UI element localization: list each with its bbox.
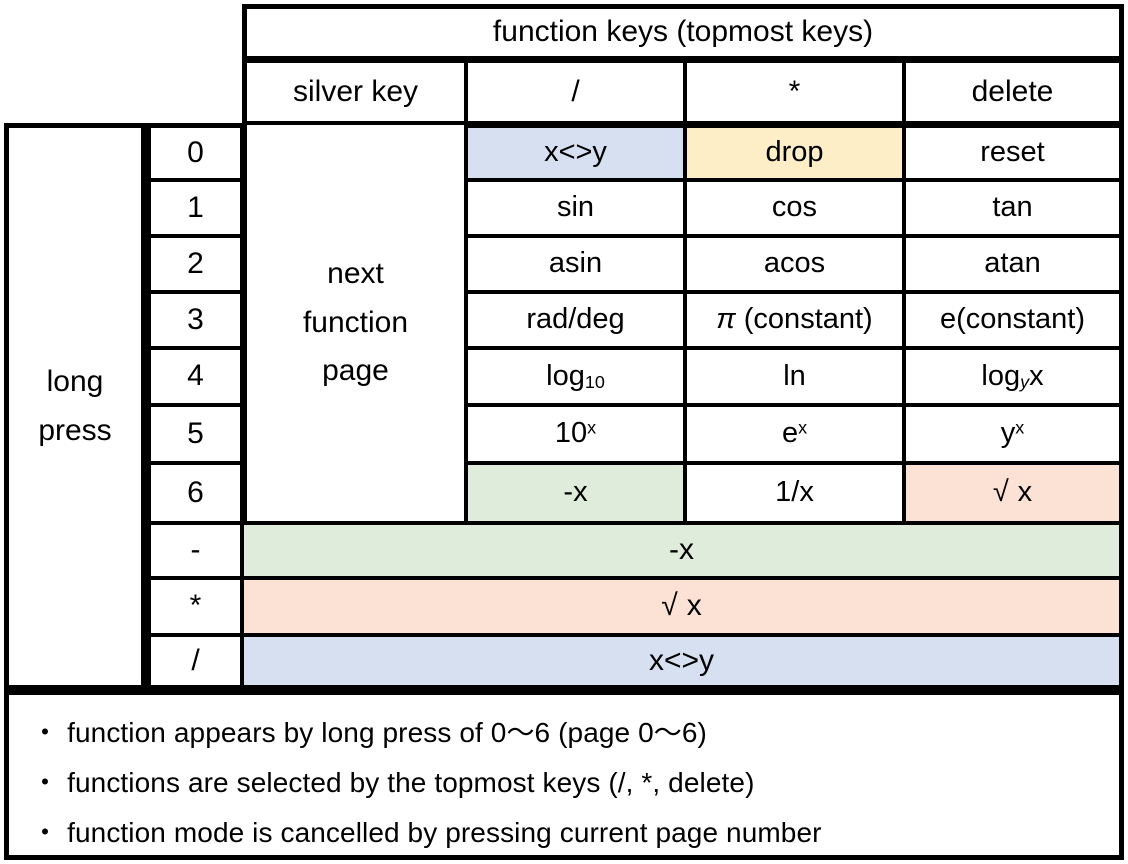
key-cell-star[interactable]: * <box>146 578 242 635</box>
cell-row1-star[interactable]: cos <box>685 180 904 236</box>
key-label-minus: - <box>190 533 201 567</box>
footnote-item: ・functions are selected by the topmost k… <box>31 759 1119 797</box>
cell-row2-star[interactable]: acos <box>685 236 904 292</box>
cell-row4-star[interactable]: ln <box>685 348 904 405</box>
cell-row6-slash-text: -x <box>563 476 588 509</box>
cell-row2-delete[interactable]: atan <box>904 236 1124 292</box>
cell-row3-star[interactable]: π (constant) <box>685 292 904 348</box>
header-group-title: function keys (topmost keys) <box>242 4 1124 61</box>
cell-row5-delete-text: yx <box>1000 417 1025 450</box>
header-col-star: * <box>685 61 904 123</box>
span-row-minus-x-text: -x <box>669 533 694 567</box>
header-group-title-text: function keys (topmost keys) <box>492 15 874 49</box>
key-cell-minus[interactable]: - <box>146 523 242 578</box>
cell-row5-delete[interactable]: yx <box>904 405 1124 463</box>
header-col-silver-key: silver key <box>242 61 466 123</box>
silver-key-line-2: function <box>302 305 409 339</box>
long-press-line-2: press <box>38 413 112 447</box>
cell-row1-slash-text: sin <box>556 191 595 224</box>
footnote-item: ・function mode is cancelled by pressing … <box>31 809 1119 847</box>
header-col-delete: delete <box>904 61 1124 123</box>
cell-row4-slash[interactable]: log10 <box>466 348 685 405</box>
cell-row4-star-text: ln <box>783 359 806 392</box>
header-col-delete-text: delete <box>971 74 1054 108</box>
key-cell-slash[interactable]: / <box>146 635 242 690</box>
key-cell-0[interactable]: 0 <box>146 123 242 180</box>
cell-row5-star-text: ex <box>781 417 808 450</box>
span-row-sqrt-x[interactable]: √ x <box>242 578 1124 635</box>
cell-row0-delete[interactable]: reset <box>904 123 1124 180</box>
key-cell-5[interactable]: 5 <box>146 405 242 463</box>
cell-row2-slash[interactable]: asin <box>466 236 685 292</box>
key-cell-2[interactable]: 2 <box>146 236 242 292</box>
key-label-1: 1 <box>187 190 204 224</box>
footnotes-box: ・function appears by long press of 0〜6 (… <box>4 690 1124 860</box>
key-label-2: 2 <box>187 246 204 280</box>
key-cell-4[interactable]: 4 <box>146 348 242 405</box>
span-row-minus-x[interactable]: -x <box>242 523 1124 578</box>
key-label-5: 5 <box>187 416 204 450</box>
cell-row3-delete[interactable]: e(constant) <box>904 292 1124 348</box>
header-col-slash: / <box>466 61 685 123</box>
cell-row0-slash[interactable]: x<>y <box>466 123 685 180</box>
key-label-3: 3 <box>187 302 204 336</box>
key-label-star: * <box>189 589 202 623</box>
cell-row2-star-text: acos <box>763 247 826 280</box>
key-label-slash: / <box>191 643 200 677</box>
key-label-4: 4 <box>187 359 204 393</box>
cell-row4-delete-text: logyx <box>981 359 1044 393</box>
cell-row3-delete-text: e(constant) <box>939 303 1086 336</box>
span-row-swap-xy-text: x<>y <box>648 643 715 677</box>
cell-row5-slash-text: 10x <box>554 417 597 450</box>
long-press-label: long press <box>4 123 146 690</box>
bullet-icon: ・ <box>31 817 60 848</box>
silver-key-line-1: next <box>327 257 384 291</box>
cell-row6-star[interactable]: 1/x <box>685 463 904 523</box>
silver-key-line-3: page <box>322 354 389 388</box>
footnote-item: ・function appears by long press of 0〜6 (… <box>31 709 1119 747</box>
cell-row6-delete[interactable]: √ x <box>904 463 1124 523</box>
footnote-text-1: function appears by long press of 0〜6 (p… <box>67 717 707 748</box>
footnote-text-3: function mode is cancelled by pressing c… <box>67 817 822 848</box>
cell-row1-star-text: cos <box>771 191 818 224</box>
key-cell-1[interactable]: 1 <box>146 180 242 236</box>
cell-row2-slash-text: asin <box>548 247 603 280</box>
cell-row1-slash[interactable]: sin <box>466 180 685 236</box>
header-col-star-text: * <box>788 74 801 108</box>
cell-row3-slash[interactable]: rad/deg <box>466 292 685 348</box>
cell-row3-slash-text: rad/deg <box>526 303 625 336</box>
cell-row5-slash[interactable]: 10x <box>466 405 685 463</box>
bullet-icon: ・ <box>31 767 60 798</box>
cell-row6-delete-text: √ x <box>992 476 1033 509</box>
key-label-0: 0 <box>187 135 204 169</box>
bullet-icon: ・ <box>31 717 60 748</box>
cell-row0-star-text: drop <box>765 136 824 169</box>
key-cell-6[interactable]: 6 <box>146 463 242 523</box>
cell-row6-slash[interactable]: -x <box>466 463 685 523</box>
cell-row1-delete[interactable]: tan <box>904 180 1124 236</box>
cell-row2-delete-text: atan <box>984 247 1041 280</box>
span-row-swap-xy[interactable]: x<>y <box>242 635 1124 690</box>
cell-row1-delete-text: tan <box>992 191 1033 224</box>
span-row-sqrt-x-text: √ x <box>661 589 702 623</box>
cell-row0-delete-text: reset <box>980 136 1045 169</box>
cell-row6-star-text: 1/x <box>775 476 814 509</box>
cell-row4-slash-text: log10 <box>546 359 605 393</box>
cell-row0-slash-text: x<>y <box>544 136 607 169</box>
cell-row0-star[interactable]: drop <box>685 123 904 180</box>
silver-key-next-function-page[interactable]: next function page <box>242 123 466 523</box>
key-label-6: 6 <box>187 475 204 509</box>
header-col-slash-text: / <box>571 74 580 108</box>
cell-row3-star-text: π (constant) <box>716 303 873 336</box>
cell-row4-delete[interactable]: logyx <box>904 348 1124 405</box>
cell-row5-star[interactable]: ex <box>685 405 904 463</box>
header-col-silver-key-text: silver key <box>292 74 419 108</box>
key-cell-3[interactable]: 3 <box>146 292 242 348</box>
long-press-line-1: long <box>46 365 104 398</box>
footnote-text-2: functions are selected by the topmost ke… <box>67 767 755 798</box>
